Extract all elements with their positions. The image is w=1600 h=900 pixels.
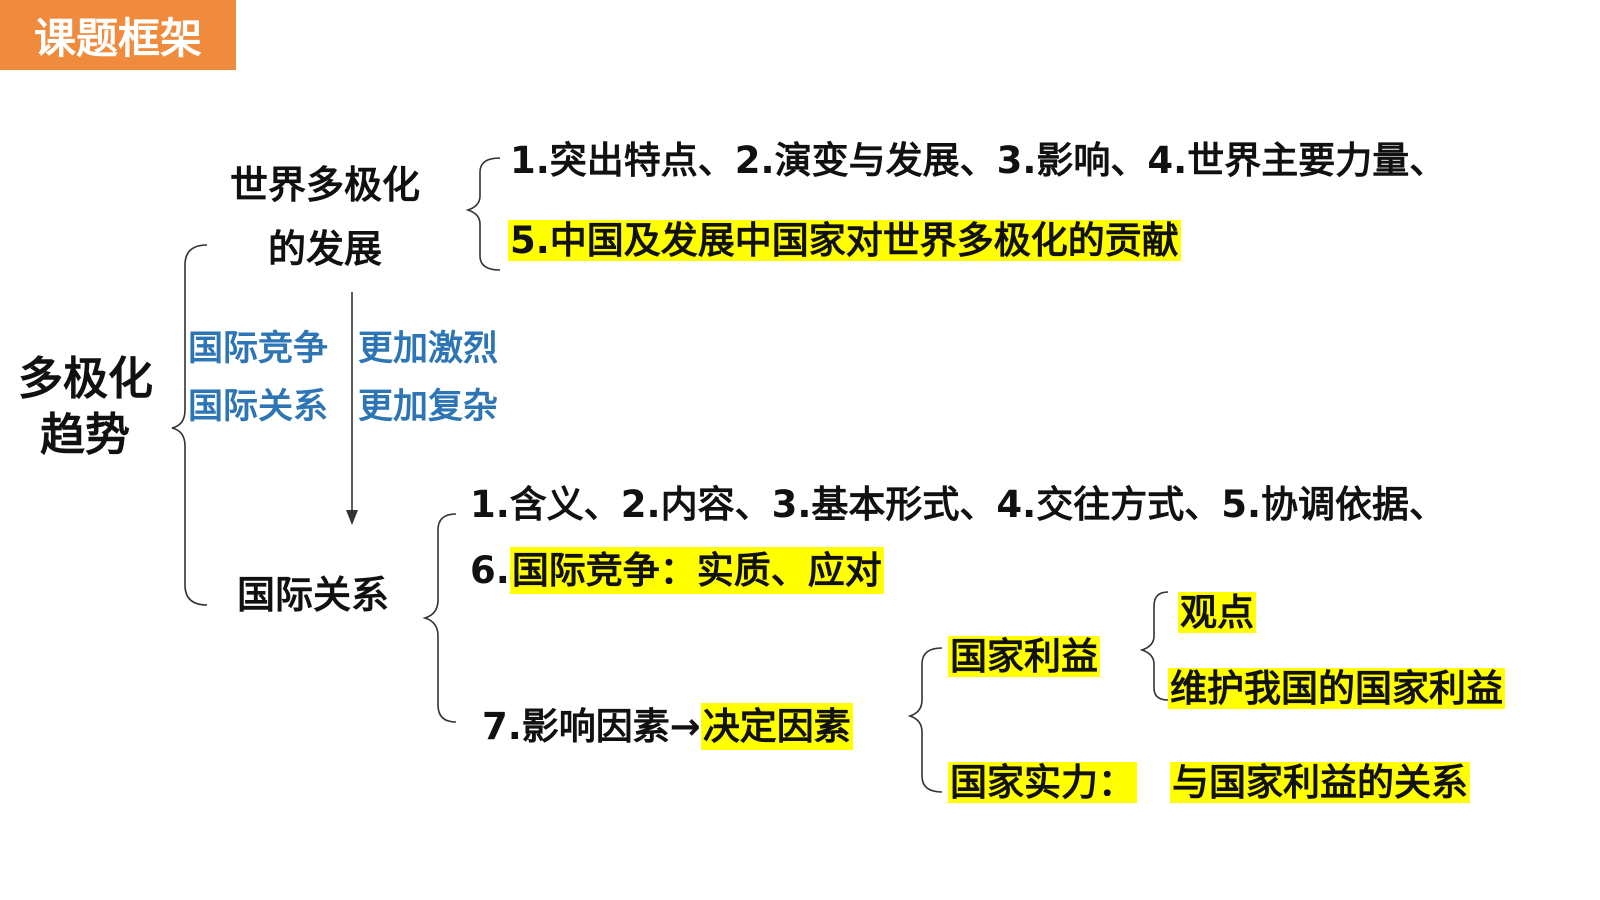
world-items-line1: 1.突出特点、2.演变与发展、3.影响、4.世界主要力量、 — [510, 139, 1447, 182]
national-strength-label: 国家实力： — [948, 761, 1137, 804]
more-complex-label: 更加复杂 — [358, 387, 499, 427]
world-branch-label-line1: 世界多极化 — [230, 163, 421, 207]
national-interest-label: 国家利益 — [948, 635, 1100, 678]
viewpoint-label: 观点 — [1178, 591, 1256, 634]
arrow-head — [346, 510, 358, 525]
relations-item6: 6.国际竞争：实质、应对 — [470, 547, 884, 594]
relations-label-blue: 国际关系 — [188, 387, 329, 427]
world-items-line2: 5.中国及发展中国家对世界多极化的贡献 — [508, 219, 1181, 262]
safeguard-interest-label: 维护我国的国家利益 — [1168, 667, 1505, 710]
item7-prefix: 7.影响因素→ — [482, 705, 701, 748]
relations-branch-label: 国际关系 — [237, 573, 390, 617]
strength-relation-label: 与国家利益的关系 — [1170, 761, 1470, 804]
item6-highlight: 国际竞争：实质、应对 — [509, 547, 884, 594]
page-title: 课题框架 — [33, 13, 202, 63]
relations-items-line1: 1.含义、2.内容、3.基本形式、4.交往方式、5.协调依据、 — [470, 483, 1447, 526]
factors-bracket — [907, 647, 943, 793]
world-branch-label-line2: 的发展 — [268, 227, 383, 271]
item6-prefix: 6. — [470, 549, 510, 592]
root-label-line2: 趋势 — [40, 408, 131, 461]
interest-bracket — [1139, 591, 1169, 701]
title-banner: 课题框架 — [0, 0, 236, 70]
relations-item7: 7.影响因素→决定因素 — [482, 703, 853, 750]
world-bracket — [465, 157, 501, 271]
root-bracket — [171, 244, 208, 606]
competition-label: 国际竞争 — [188, 329, 329, 369]
root-label-line1: 多极化 — [18, 352, 154, 405]
relations-bracket — [422, 513, 457, 723]
more-intense-label: 更加激烈 — [358, 329, 499, 369]
item7-highlight: 决定因素 — [700, 703, 853, 750]
